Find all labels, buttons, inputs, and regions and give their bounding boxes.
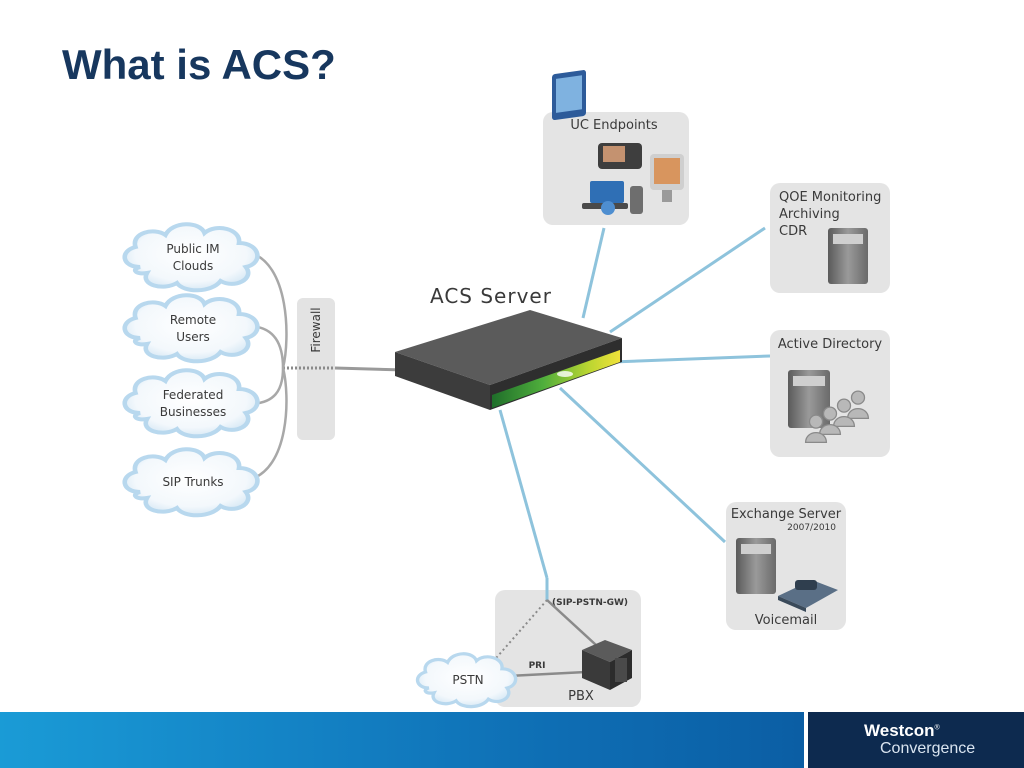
exchange-server-icon [736,538,776,594]
pstn-to-pbx-line [507,670,587,678]
active-directory-label: Active Directory [778,337,883,352]
svg-text:Users: Users [176,330,210,344]
page-title: What is ACS? [62,41,336,88]
cloud-public-im: Public IM Clouds [125,224,258,290]
link-uc-endpoints [581,227,606,319]
footer-bar [0,712,1024,768]
pri-label: PRI [529,661,546,671]
voicemail-phone-icon [778,580,838,612]
svg-text:PSTN: PSTN [452,673,483,687]
uc-devices-icon [552,70,684,215]
svg-text:Businesses: Businesses [160,405,227,419]
voicemail-label: Voicemail [755,613,817,628]
qoe-server-icon [828,228,868,284]
exchange-version: 2007/2010 [787,523,836,533]
svg-text:Remote: Remote [170,313,216,327]
acs-server-icon [395,310,622,410]
gw-to-pbx-line [546,599,597,646]
brand-logo-westcon: Westcon® [864,721,940,740]
cloud-sip-trunks: SIP Trunks [125,449,258,515]
cloud-pstn: PSTN [415,652,518,709]
acs-network-diagram: Firewall Public IM Clouds Remote Users F… [0,70,890,709]
directory-server-icon [788,370,830,428]
brand-logo-convergence: Convergence [880,740,976,757]
firewall-to-server-link [334,366,406,372]
link-exchange [558,386,727,544]
acs-server-label: ACS Server [430,284,552,308]
blue-link-lines [498,226,771,579]
uc-endpoints-label: UC Endpoints [570,118,658,133]
qoe-label-3: CDR [779,224,807,239]
footer-blue-band [0,712,804,768]
footer-divider [804,712,808,768]
svg-text:Clouds: Clouds [173,259,214,273]
svg-text:Public IM: Public IM [166,242,219,256]
sip-pstn-gw-label: (SIP-PSTN-GW) [552,598,628,608]
link-gateway [498,409,549,579]
link-qoe [609,226,766,334]
pbx-icon [582,640,632,690]
pbx-label: PBX [568,689,594,704]
qoe-label-2: Archiving [779,207,840,222]
cloud-federated-businesses: Federated Businesses [125,370,258,436]
cloud-remote-users: Remote Users [125,295,258,361]
link-active-directory [611,354,771,364]
footer-logo-area [808,712,1024,768]
qoe-label-1: QOE Monitoring [779,190,881,205]
svg-text:SIP Trunks: SIP Trunks [162,475,223,489]
svg-text:Federated: Federated [163,388,224,402]
exchange-label: Exchange Server [731,507,842,522]
firewall-label: Firewall [309,307,323,352]
cloud-to-firewall-curves [247,250,288,482]
